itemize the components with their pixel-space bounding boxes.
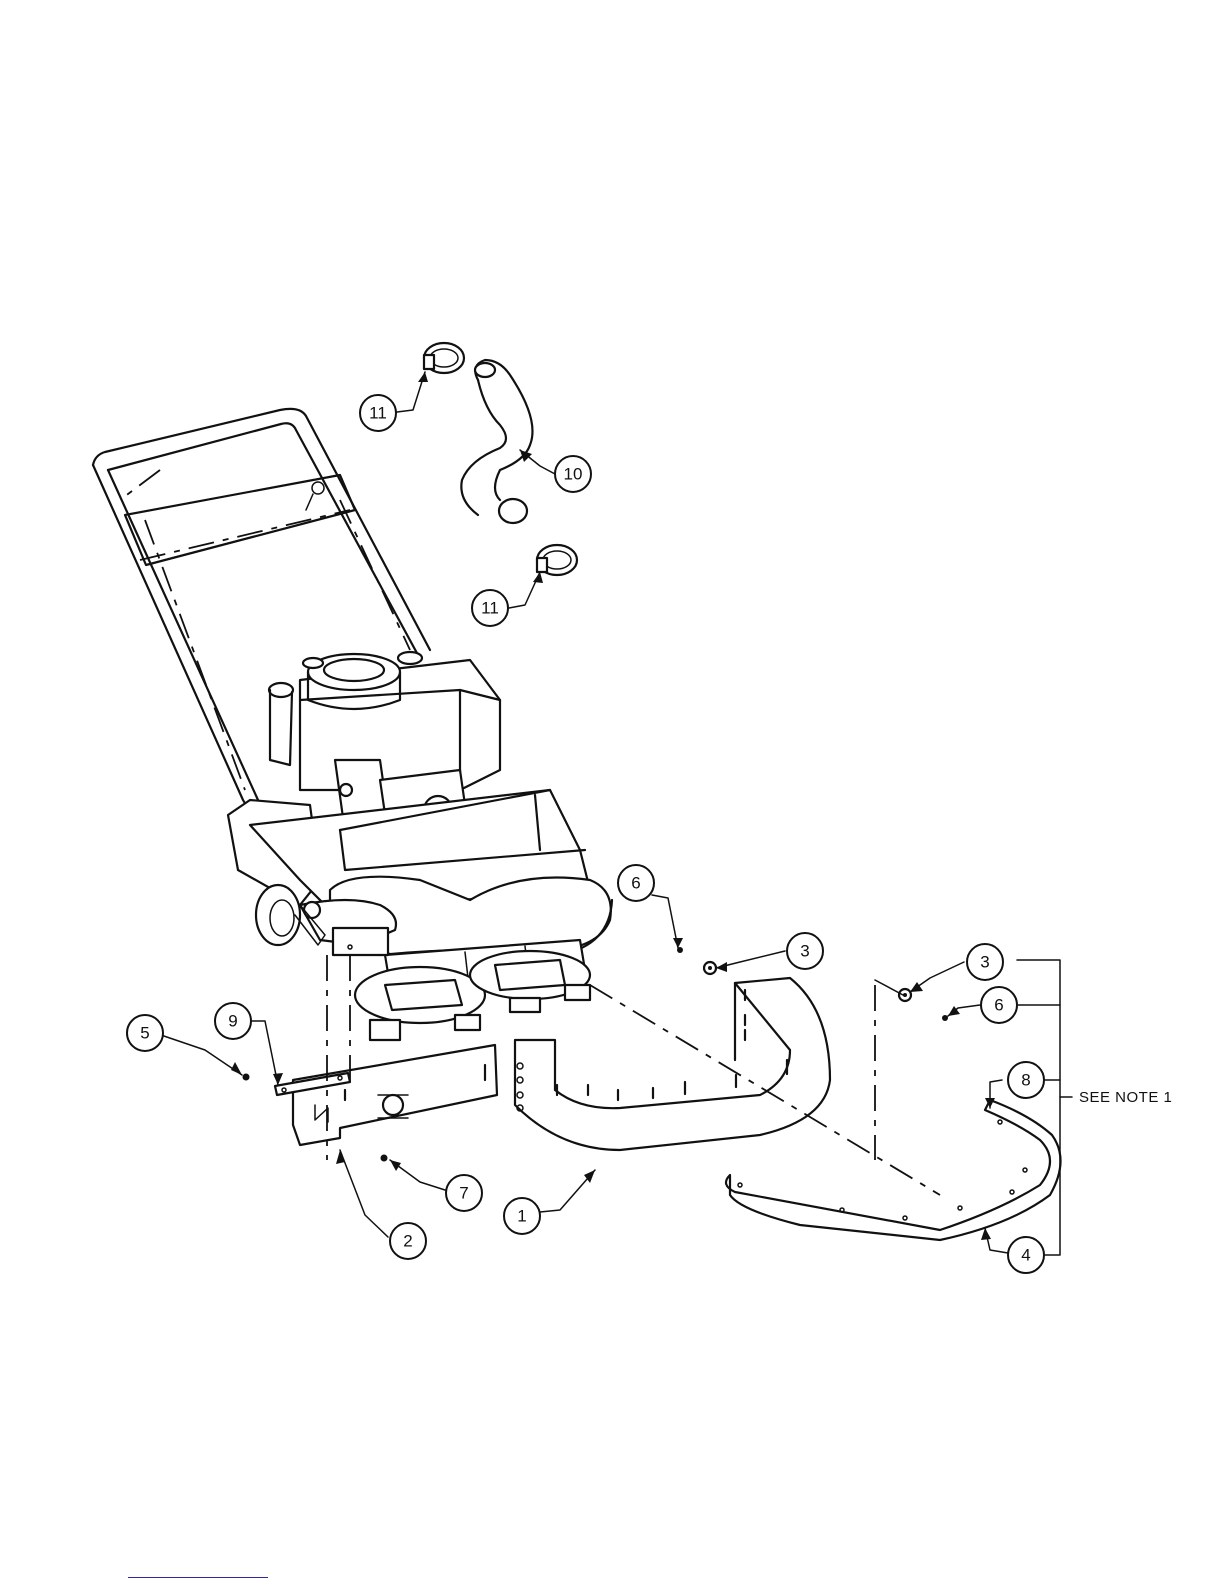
callout-5: 5	[127, 1015, 163, 1051]
handle-lever-icon	[306, 482, 324, 510]
callout-8: 8	[1008, 1062, 1044, 1098]
svg-text:3: 3	[980, 953, 989, 972]
callout-2: 2	[390, 1223, 426, 1259]
bolt-part-5	[243, 1074, 250, 1081]
callout-10: 10	[555, 456, 591, 492]
see-note-label: SEE NOTE 1	[1079, 1089, 1172, 1106]
callout-3-right: 3	[967, 944, 1003, 980]
bolt-part-7	[381, 1155, 388, 1162]
washer-part-3a-hole	[708, 966, 712, 970]
callout-9: 9	[215, 1003, 251, 1039]
callout-6-left: 6	[618, 865, 654, 901]
callout-4: 4	[1008, 1237, 1044, 1273]
svg-text:5: 5	[140, 1024, 149, 1043]
svg-text:4: 4	[1021, 1246, 1030, 1265]
svg-text:9: 9	[228, 1012, 237, 1031]
svg-text:6: 6	[631, 874, 640, 893]
guard-slots	[517, 990, 787, 1111]
screw-part-6b	[942, 1015, 948, 1021]
svg-text:10: 10	[564, 465, 583, 484]
svg-text:3: 3	[800, 942, 809, 961]
callout-11-lower: 11	[472, 590, 508, 626]
svg-text:11: 11	[369, 404, 387, 423]
hose-part-10	[461, 360, 532, 523]
machine-deck	[228, 790, 612, 1040]
svg-text:6: 6	[994, 996, 1003, 1015]
curved-guard-part-1	[515, 978, 830, 1150]
hose-clamp-upper	[424, 343, 464, 373]
svg-text:11: 11	[481, 599, 499, 618]
plate-part-2	[293, 1045, 497, 1145]
callout-3-left: 3	[787, 933, 823, 969]
svg-text:2: 2	[403, 1232, 412, 1251]
hose-clamp-lower	[537, 545, 577, 575]
svg-text:8: 8	[1021, 1071, 1030, 1090]
svg-text:7: 7	[459, 1184, 468, 1203]
callout-11-upper: 11	[360, 395, 396, 431]
callout-1: 1	[504, 1198, 540, 1234]
svg-text:1: 1	[517, 1207, 526, 1226]
callout-6-right: 6	[981, 987, 1017, 1023]
callout-7: 7	[446, 1175, 482, 1211]
footer-rule	[128, 1577, 268, 1578]
